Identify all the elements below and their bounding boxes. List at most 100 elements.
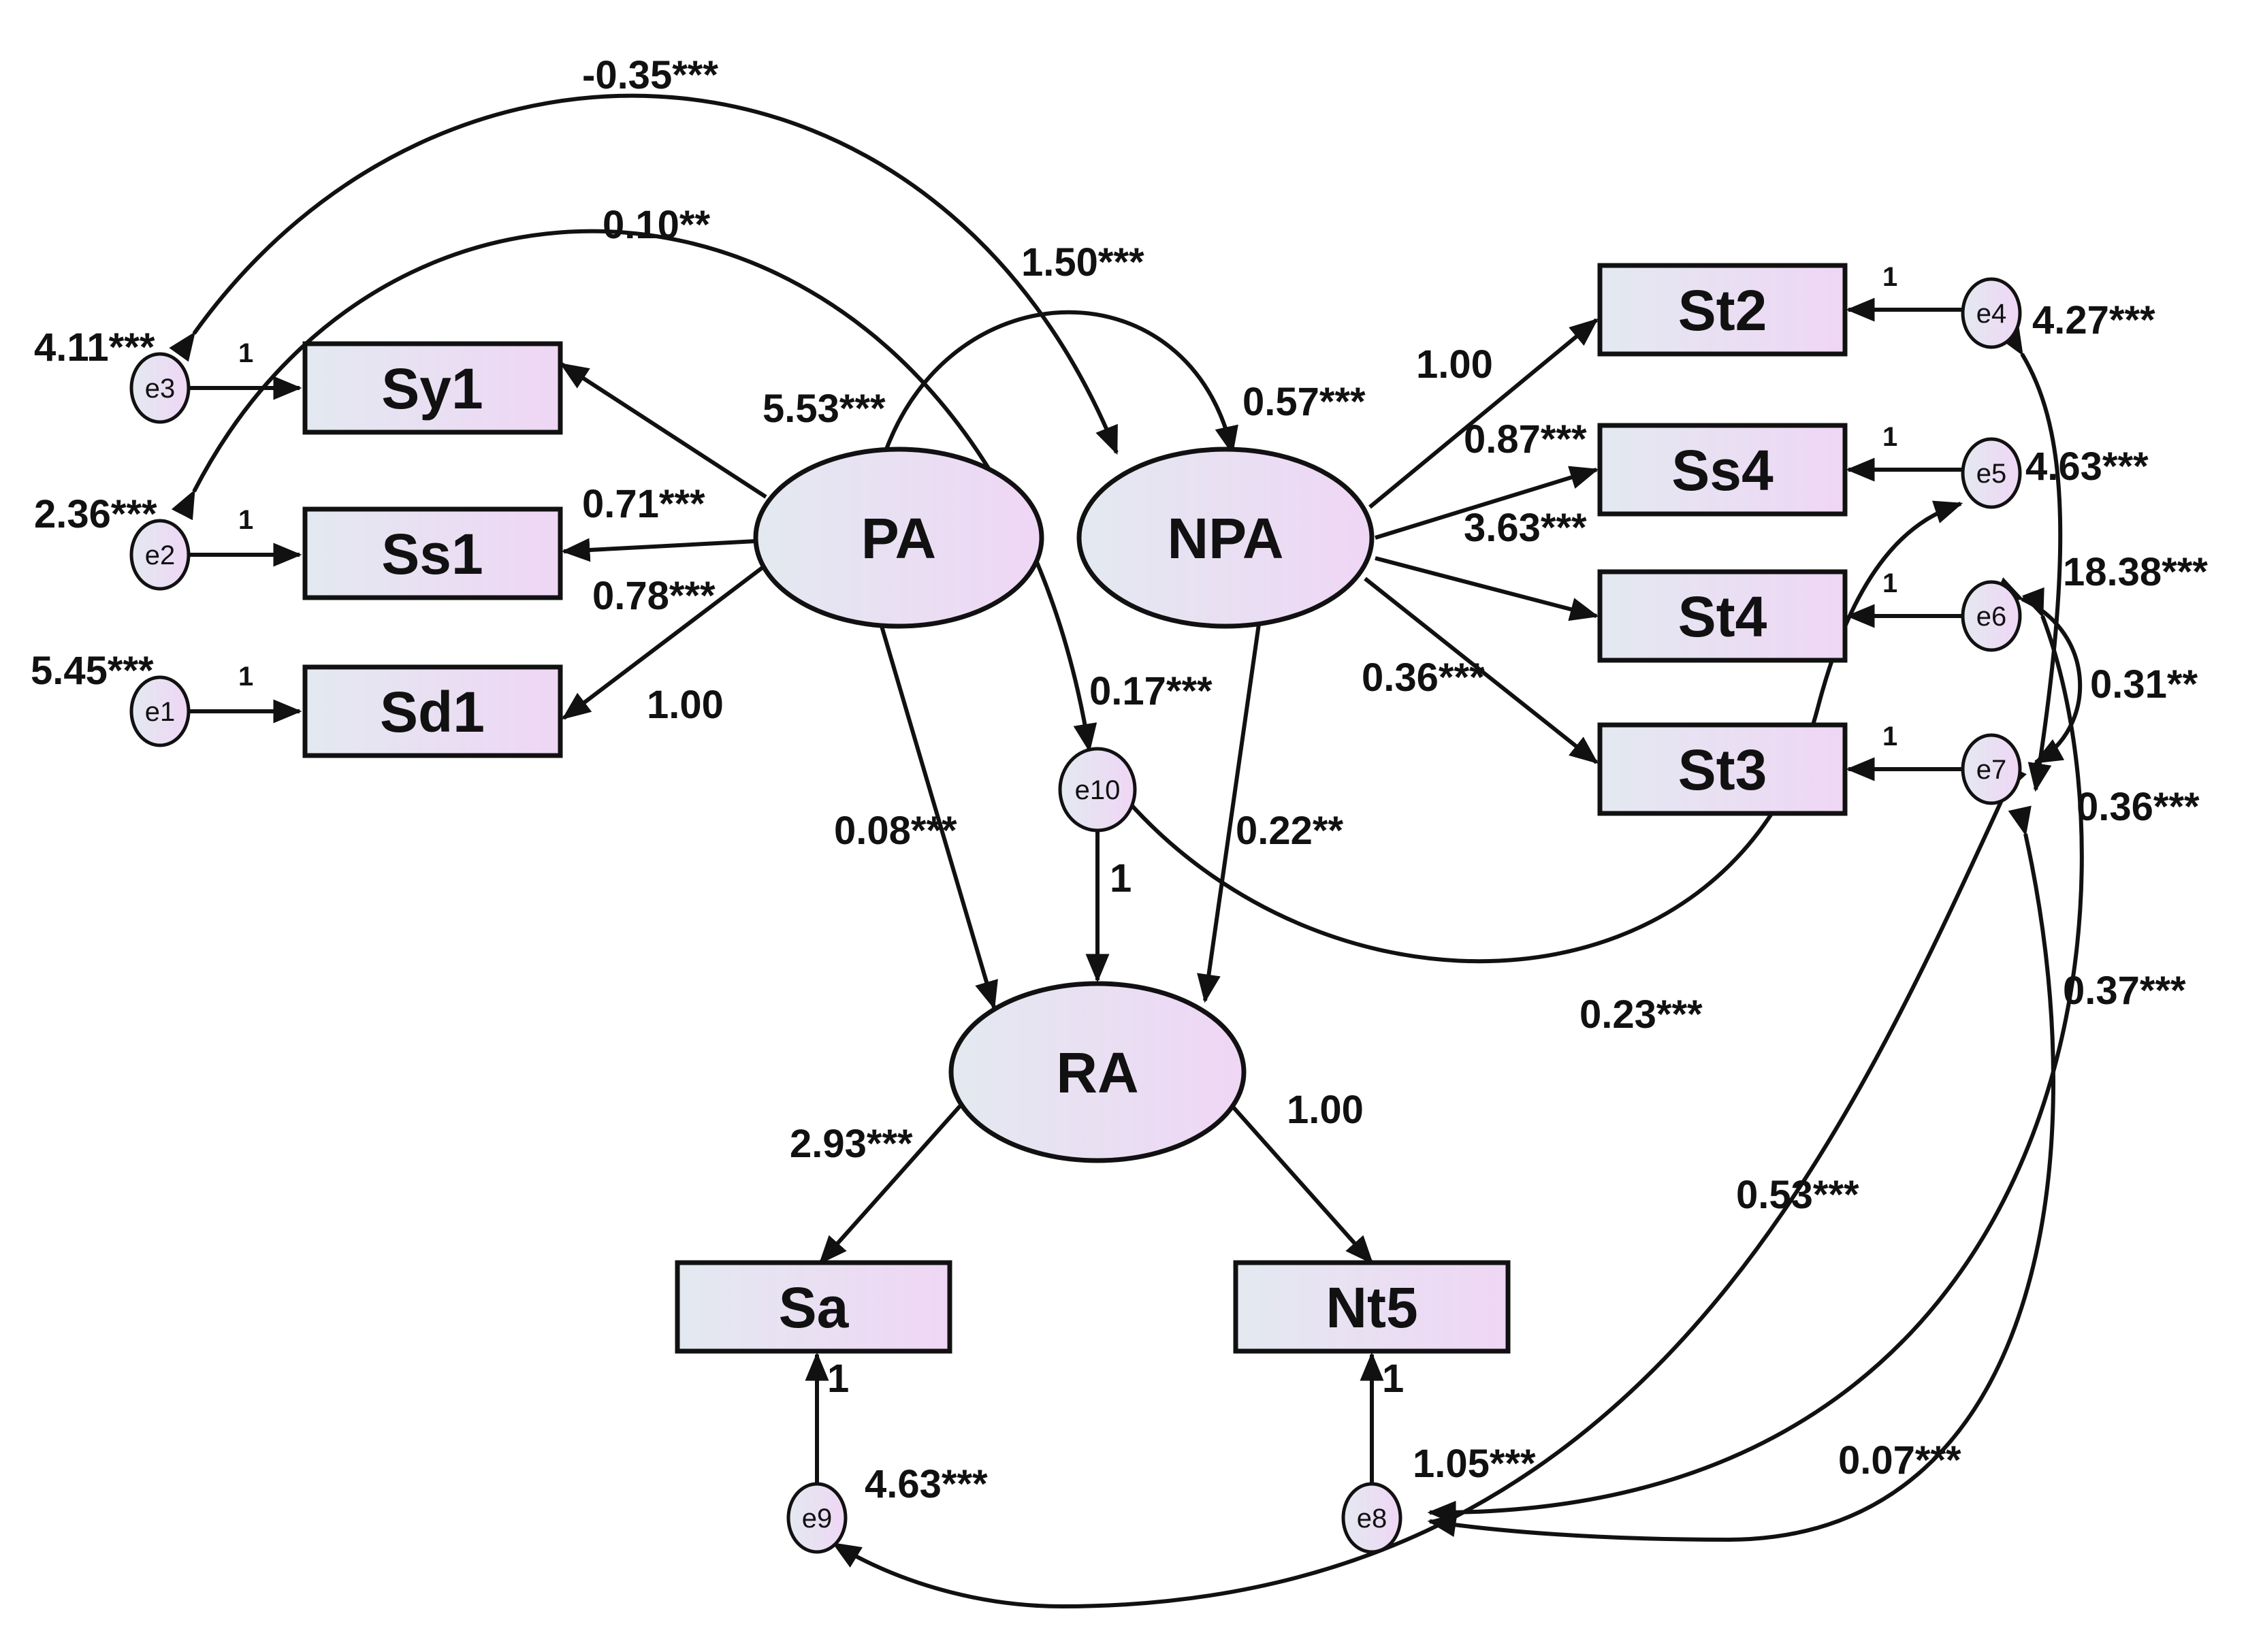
path-pa-sd1 (562, 563, 767, 720)
path-npa-ra (1197, 619, 1262, 1003)
label-e10: e10 (1075, 775, 1121, 805)
coef-npa-st2: 1.00 (1416, 342, 1493, 387)
coef-cov-e3-npa: -0.35*** (582, 53, 718, 97)
box-sy1[interactable]: Sy1 (302, 341, 563, 435)
coef-ra-nt5: 1.00 (1287, 1088, 1364, 1132)
coef-npa-st3: 0.36*** (1362, 655, 1485, 700)
coef-cov-e2-e10: 0.10** (603, 203, 710, 247)
label-st4: St4 (1678, 585, 1767, 649)
coef-var-e10: 0.17*** (1089, 669, 1213, 713)
label-sd1: Sd1 (380, 680, 485, 744)
coef-cov-e6-e8: 0.37*** (2063, 969, 2186, 1013)
one-e3: 1 (238, 338, 253, 368)
label-e6: e6 (1976, 602, 2007, 632)
path-npa-ss4 (1375, 466, 1599, 540)
path-ra-sa (818, 1105, 962, 1265)
label-e7: e7 (1976, 755, 2007, 785)
coef-var-e9: 4.63*** (865, 1462, 988, 1506)
coefficient-labels: -0.35*** 0.10** 1.50*** 4.11*** 2.36*** … (31, 53, 2208, 1506)
label-e8: e8 (1357, 1504, 1387, 1534)
fixed-loading-labels: 1 1 1 1 1 1 1 1 1 1 (238, 262, 1897, 1401)
ellipse-pa[interactable]: PA (753, 447, 1044, 629)
label-nt5: Nt5 (1326, 1276, 1417, 1340)
one-e4: 1 (1882, 262, 1897, 292)
coef-var-e1: 5.45*** (31, 649, 154, 693)
label-e2: e2 (145, 540, 176, 570)
one-e1: 1 (238, 662, 253, 692)
cov-e7-e8 (1427, 805, 2055, 1542)
error-e3[interactable]: e3 (129, 352, 191, 424)
coef-var-pa: 5.53*** (763, 387, 886, 431)
label-st2: St2 (1678, 278, 1767, 342)
path-npa-st4 (1375, 556, 1599, 621)
one-e7: 1 (1882, 722, 1897, 751)
one-e6: 1 (1882, 568, 1897, 598)
box-sa[interactable]: Sa (675, 1260, 952, 1354)
box-ss1[interactable]: Ss1 (302, 506, 563, 600)
label-e9: e9 (802, 1504, 833, 1534)
coef-var-e3: 4.11*** (34, 325, 155, 370)
box-st3[interactable]: St3 (1597, 722, 1848, 816)
coef-npa-ra: 0.22** (1236, 809, 1343, 853)
coef-npa-ss4: 0.87*** (1464, 417, 1587, 461)
coef-cov-e6-e7: 0.31** (2090, 662, 2198, 707)
label-e3: e3 (145, 374, 176, 404)
path-ra-nt5 (1230, 1105, 1374, 1265)
cov-e4-e7 (1998, 325, 2063, 792)
path-npa-st3 (1364, 577, 1599, 764)
error-e9[interactable]: e9 (786, 1482, 848, 1554)
coef-pa-sd1: 1.00 (647, 683, 724, 727)
coef-var-e7: 0.36*** (2076, 785, 2200, 829)
label-ss1: Ss1 (381, 522, 483, 586)
one-e10: 1 (1110, 856, 1132, 901)
error-e8[interactable]: e8 (1341, 1482, 1402, 1554)
error-e10[interactable]: e10 (1058, 747, 1137, 832)
box-nt5[interactable]: Nt5 (1233, 1260, 1511, 1354)
error-e1[interactable]: e1 (129, 675, 191, 747)
path-pa-ss1 (561, 538, 756, 562)
error-e4[interactable]: e4 (1961, 277, 2022, 349)
box-sd1[interactable]: Sd1 (302, 664, 563, 758)
coef-var-e4: 4.27*** (2032, 298, 2155, 342)
coef-cov-e4-e7: 18.38*** (2063, 550, 2208, 594)
label-e5: e5 (1976, 459, 2007, 489)
coef-cov-e10-e5: 0.23*** (1579, 992, 1703, 1037)
coef-ra-sa: 2.93*** (790, 1122, 913, 1166)
coef-cov-pa-npa: 1.50*** (1021, 240, 1144, 285)
error-e7[interactable]: e7 (1961, 733, 2022, 805)
label-ra: RA (1056, 1041, 1138, 1105)
box-ss4[interactable]: Ss4 (1597, 423, 1848, 517)
error-terms: e3 e2 e1 e4 e5 e6 e7 e10 (129, 277, 2022, 1554)
latent-variables: PA NPA RA (753, 447, 1375, 1163)
box-st4[interactable]: St4 (1597, 569, 1848, 663)
one-e2: 1 (238, 505, 253, 535)
cov-e6-e7 (1993, 577, 2083, 764)
observed-variables: Sy1 Ss1 Sd1 St2 Ss4 St4 St3 Sa (302, 263, 1848, 1354)
box-st2[interactable]: St2 (1597, 263, 1848, 357)
cov-e3-npa (169, 93, 1119, 455)
label-e4: e4 (1976, 299, 2007, 329)
label-st3: St3 (1678, 738, 1767, 802)
label-ss4: Ss4 (1671, 438, 1774, 502)
ellipse-npa[interactable]: NPA (1076, 447, 1375, 629)
cov-pa-npa (865, 310, 1238, 482)
coef-var-e2: 2.36*** (34, 492, 157, 536)
path-pa-sy1 (560, 362, 767, 499)
coef-var-e8: 1.05*** (1413, 1442, 1536, 1486)
ellipse-ra[interactable]: RA (948, 981, 1247, 1163)
coef-cov-e7-e9: 0.53*** (1736, 1173, 1859, 1217)
label-sy1: Sy1 (381, 357, 483, 421)
path-pa-ra (880, 626, 998, 1010)
error-e2[interactable]: e2 (129, 519, 191, 591)
error-e6[interactable]: e6 (1961, 580, 2022, 652)
one-e8: 1 (1382, 1357, 1404, 1401)
error-e5[interactable]: e5 (1961, 437, 2022, 509)
coef-var-npa: 0.57*** (1242, 380, 1366, 424)
one-e5: 1 (1882, 422, 1897, 452)
regression-paths (189, 297, 1964, 1487)
label-pa: PA (861, 506, 936, 570)
covariance-paths (169, 93, 2084, 1609)
coef-var-e5: 4.63*** (2025, 444, 2149, 489)
label-e1: e1 (145, 697, 176, 727)
